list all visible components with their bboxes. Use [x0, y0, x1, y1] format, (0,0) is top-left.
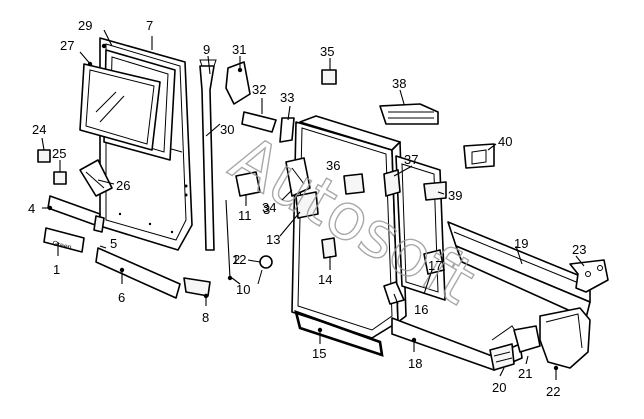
badge-label: Green [52, 240, 73, 252]
callout-25: 25 [52, 146, 66, 161]
callout-2: 2 [233, 252, 240, 267]
callout-7: 7 [146, 18, 153, 33]
bumper-bracket [569, 259, 609, 293]
trim-strip-4 [47, 195, 105, 233]
callout-29: 29 [78, 18, 92, 33]
callout-31: 31 [232, 42, 246, 57]
callout-26: 26 [116, 178, 130, 193]
lamp-39 [423, 181, 447, 201]
callout-34: 34 [262, 200, 276, 215]
lock-31 [225, 61, 251, 105]
callout-39: 39 [448, 188, 462, 203]
callout-labels: 1 2 3 4 5 6 7 8 9 10 11 12 13 14 15 16 1… [28, 18, 586, 399]
bracket-36 [343, 173, 365, 195]
lock-32 [241, 111, 277, 133]
badge-plate: Green [43, 227, 85, 253]
lamp-40 [463, 143, 495, 169]
callout-33: 33 [280, 90, 294, 105]
callout-18: 18 [408, 356, 422, 371]
window-glass [79, 63, 161, 151]
clip-24 [37, 149, 51, 163]
callout-32: 32 [252, 82, 266, 97]
callout-11: 11 [238, 208, 252, 223]
hinge-37 [383, 169, 401, 197]
step-pad [489, 343, 515, 371]
callout-9: 9 [203, 42, 210, 57]
callout-21: 21 [518, 366, 532, 381]
latch-rod [199, 59, 217, 251]
callout-4: 4 [28, 201, 35, 216]
callout-17: 17 [428, 258, 442, 273]
callout-5: 5 [110, 236, 117, 251]
callout-16: 16 [414, 302, 428, 317]
mud-guard [513, 325, 541, 353]
callout-14: 14 [318, 272, 332, 287]
callout-12: 12 [232, 252, 246, 267]
callout-dots [47, 43, 559, 371]
callout-15: 15 [312, 346, 326, 361]
handle-14 [321, 237, 337, 259]
callout-10: 10 [236, 282, 250, 297]
callout-3: 3 [263, 202, 270, 217]
callout-40: 40 [498, 134, 512, 149]
callout-37: 37 [404, 152, 418, 167]
callout-30: 30 [220, 122, 234, 137]
callout-6: 6 [118, 290, 125, 305]
key-cylinder [257, 255, 273, 285]
door-seal [294, 309, 384, 357]
lock-33 [279, 117, 295, 143]
corner-cap [539, 307, 591, 369]
latch-16 [383, 281, 405, 305]
callout-35: 35 [320, 44, 334, 59]
lock-13 [295, 191, 319, 219]
clip-25 [53, 171, 67, 185]
handle-8 [183, 277, 211, 297]
callout-19: 19 [514, 236, 528, 251]
callout-1: 1 [53, 262, 60, 277]
link-rod-10 [225, 199, 233, 281]
callout-38: 38 [392, 76, 406, 91]
lock-body-11 [235, 171, 261, 197]
callout-24: 24 [32, 122, 46, 137]
leader-lines [41, 29, 585, 380]
bracket-35 [321, 69, 337, 85]
callout-20: 20 [492, 380, 506, 395]
callout-13: 13 [266, 232, 280, 247]
callout-27: 27 [60, 38, 74, 53]
callout-36: 36 [326, 158, 340, 173]
callout-8: 8 [202, 310, 209, 325]
callout-23: 23 [572, 242, 586, 257]
light-38 [379, 103, 439, 125]
callout-22: 22 [546, 384, 560, 399]
hinge-26 [79, 159, 113, 197]
rocker-strip-6 [95, 247, 181, 299]
striker-34 [285, 157, 311, 197]
latch-17 [423, 249, 445, 275]
